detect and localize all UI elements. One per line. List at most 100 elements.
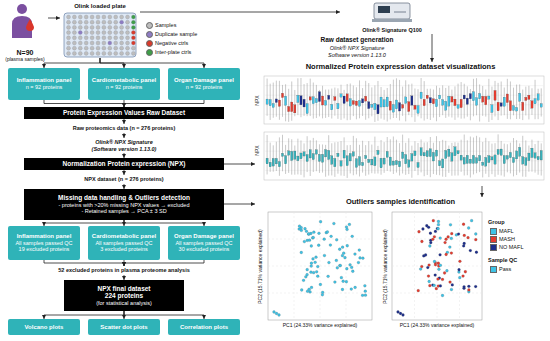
annotation-label: Raw dataset generation — [290, 36, 424, 43]
node-text: Outliers samples identification — [346, 198, 455, 207]
flow-arrow — [44, 100, 124, 107]
qc-box: Missing data handling & Outliers detecti… — [24, 189, 224, 220]
node-text: Inflammation panel — [17, 77, 72, 84]
summary-text: 52 excluded proteins in plasma proteome … — [14, 266, 234, 275]
node-text: All samples passed QC — [95, 240, 152, 246]
legend-item: Inter-plate ctrls — [146, 49, 191, 56]
qc-panel-box: Inflammation panelAll samples passed QC1… — [8, 226, 80, 260]
legend-swatch — [490, 244, 497, 251]
qc-panel-box: Organ Damage panelAll samples passed QC3… — [168, 226, 240, 260]
legend-swatch — [146, 49, 153, 56]
sample-icon: N=90(plasma samples) — [2, 2, 48, 64]
annotation-label: NPX — [255, 88, 262, 112]
node-text: Inflammation panel — [17, 233, 72, 240]
flow-arrow — [140, 12, 340, 13]
node-text: n = 92 proteins — [186, 84, 223, 90]
npx-boxplot-chart — [264, 76, 544, 124]
analysis-box: Correlation plots — [168, 319, 240, 335]
node-text: Protein Expression Values Raw Dataset — [63, 109, 185, 116]
well-plate — [64, 13, 136, 57]
legend-swatch — [490, 236, 497, 243]
legend-item: Negative ctrls — [146, 40, 188, 47]
legend-swatch — [146, 31, 153, 38]
annotation-label: Olink® NPX Signature — [290, 45, 424, 51]
legend-item: NO MAFL — [490, 244, 523, 251]
legend-text: MAFL — [499, 228, 514, 234]
legend-text: Samples — [155, 22, 176, 28]
node-text: Normalized Protein expression dataset vi… — [306, 63, 496, 72]
node-text: Cardiometabolic panel — [92, 77, 156, 84]
step-text: Raw proteomics data (n = 276 proteins) — [24, 124, 224, 133]
node-text: - proteins with >20% missing NPX values … — [59, 202, 190, 208]
npx-boxplot-chart — [264, 132, 544, 180]
annotation-label: PC1 (24.33% variance explained) — [392, 323, 482, 329]
person-icon — [12, 4, 34, 38]
node-text: Correlation plots — [180, 324, 228, 331]
legend-text: Duplicate sample — [155, 31, 197, 37]
node-text: Olink® Signature Q100 — [362, 27, 422, 33]
legend-item: MASH — [490, 236, 515, 243]
legend-swatch — [146, 22, 153, 29]
flow-arrow — [224, 204, 255, 205]
legend-swatch — [490, 266, 497, 273]
flow-arrow — [224, 164, 255, 165]
boxplot-panel: Normalized Protein expression dataset vi… — [255, 62, 546, 186]
node-text: 3 excluded proteins — [100, 246, 148, 252]
node-text: 52 excluded proteins in plasma proteome … — [58, 267, 189, 273]
panel-box: Inflammation paneln = 92 proteins — [8, 68, 80, 100]
node-text: n = 92 proteins — [106, 84, 143, 90]
annotation-label: NPX — [255, 138, 262, 162]
node-text: N=90 — [17, 49, 34, 57]
panel-box: Cardiometabolic paneln = 92 proteins — [88, 68, 160, 100]
node-text: All samples passed QC — [175, 240, 232, 246]
analysis-box: Volcano plots — [8, 319, 80, 335]
annotation-label: PC2 (15.71% variance explained) — [258, 216, 265, 316]
node-text: Organ Damage panel — [174, 77, 234, 84]
node-text: (for statistical analysis) — [96, 300, 152, 306]
legend-text: Negative ctrls — [155, 40, 188, 46]
annotation-label: Group — [488, 219, 544, 225]
pca-scatter-plot — [392, 212, 482, 320]
step-text: NPX dataset (n = 276 proteins) — [24, 175, 224, 184]
node-text: (plasma samples) — [5, 57, 44, 63]
process-band: Protein Expression Values Raw Dataset — [24, 107, 224, 119]
annotation-label: Sample QC — [488, 257, 544, 263]
node-text: NPX dataset (n = 276 proteins) — [84, 176, 163, 182]
pca-scatter-plot — [268, 212, 372, 320]
node-text: (Software version 1.13.0) — [92, 146, 157, 152]
legend-swatch — [490, 228, 497, 235]
node-text: All samples passed QC — [15, 240, 72, 246]
q100-instrument — [372, 3, 412, 22]
node-text: Cardiometabolic panel — [92, 233, 156, 240]
legend-text: Inter-plate ctrls — [155, 49, 191, 55]
node-text: NPX final dataset — [97, 285, 150, 292]
node-text: 224 proteins — [105, 292, 143, 299]
legend-text: MASH — [499, 236, 515, 242]
annotation-label: PC2 (15.71% variance explained) — [383, 216, 390, 316]
legend-text: Pass — [499, 266, 511, 272]
node-text: 30 excluded proteins — [179, 246, 230, 252]
flow-arrow — [124, 100, 204, 107]
node-text: Organ Damage panel — [174, 233, 234, 240]
legend-item: Samples — [146, 22, 176, 29]
legend-item: Pass — [490, 266, 511, 273]
node-text: Olink® NPX Signature — [95, 139, 153, 145]
qc-panel-box: Cardiometabolic panelAll samples passed … — [88, 226, 160, 260]
flow-arrow — [48, 18, 60, 19]
node-text: n = 92 proteins — [26, 84, 63, 90]
legend-item: MAFL — [490, 228, 514, 235]
software-step: Olink® NPX Signature(Software version 1.… — [24, 138, 224, 153]
plate-figure: Olink loaded plate — [60, 2, 140, 58]
instrument-icon: Olink® Signature Q100 — [340, 2, 444, 34]
legend-item: Duplicate sample — [146, 31, 197, 38]
legend-swatch — [146, 40, 153, 47]
node-text: Normalization Protein expression (NPX) — [63, 160, 186, 167]
panel-box: Organ Damage paneln = 92 proteins — [168, 68, 240, 100]
node-text: 19 excluded proteins — [19, 246, 70, 252]
flow-arrow — [100, 58, 204, 68]
node-text: Raw proteomics data (n = 276 proteins) — [73, 125, 176, 131]
node-text: Olink loaded plate — [74, 3, 126, 10]
node-text: - Retained samples → PCA ± 3 SD — [81, 208, 166, 214]
analysis-box: Scatter dot plots — [88, 319, 160, 335]
legend-text: NO MAFL — [499, 244, 523, 250]
